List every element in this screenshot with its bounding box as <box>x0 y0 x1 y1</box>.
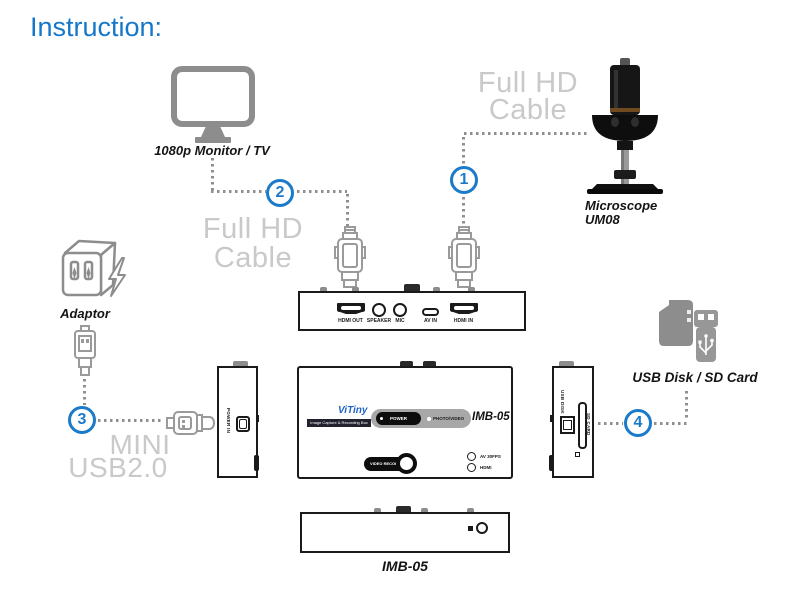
photo-video-led <box>427 416 431 421</box>
ir-receiver-icon <box>468 526 473 531</box>
av-led <box>467 452 476 461</box>
device-right-side-panel: USB DISK SD CARD <box>552 366 594 478</box>
adaptor-label: Adaptor <box>60 306 110 321</box>
sd-card-slot-icon <box>578 402 587 449</box>
hdmi-in-label: HDMI IN <box>453 318 474 324</box>
rear-panel-screw <box>352 287 359 291</box>
cable-1-line <box>462 197 465 225</box>
rear-panel-switch <box>404 284 420 291</box>
front-panel-screw <box>374 508 381 512</box>
photo-video-button: PHOTO/VIDEO <box>433 416 465 421</box>
right-panel-tab <box>559 361 574 367</box>
mic-port-icon <box>393 303 407 317</box>
microscope-label-line2: UM08 <box>585 212 620 227</box>
hdmi-out-label: HDMI OUT <box>338 318 363 324</box>
step-4-badge: 4 <box>624 409 652 437</box>
monitor-icon <box>171 66 255 143</box>
usb-plug-icon <box>74 325 96 376</box>
right-panel-detail <box>550 415 553 422</box>
cable-2-line <box>297 190 347 193</box>
rear-panel-screw <box>433 287 440 291</box>
storage-line <box>598 422 623 425</box>
right-panel-detail <box>575 452 580 457</box>
device-front-view <box>300 512 510 553</box>
usb-disk-label: USB DISK <box>560 390 565 414</box>
hdmi-connector-icon <box>334 226 366 288</box>
device-left-side-panel: POWER IN <box>217 366 258 478</box>
usb-disk-port-icon <box>560 416 575 434</box>
av-in-port-icon <box>422 308 439 316</box>
power-led <box>380 417 383 420</box>
front-panel-switch <box>396 506 411 512</box>
cable-1-line <box>464 132 588 135</box>
front-panel-screw <box>467 508 474 512</box>
speaker-port-icon <box>372 303 386 317</box>
full-hd-cable-right-label-line1: Full HD <box>477 67 579 99</box>
hdmi-led <box>467 463 476 472</box>
adaptor-icon <box>61 239 126 297</box>
brand-logo: ViTiny <box>338 405 368 416</box>
mini-usb-label-line2: USB2.0 <box>68 452 168 483</box>
front-model-label: IMB-05 <box>382 558 428 574</box>
cable-1-line <box>462 137 465 165</box>
step-1-badge: 1 <box>450 166 478 194</box>
mini-usb-plug-icon <box>166 411 216 435</box>
full-hd-cable-right-label-line2: Cable <box>488 94 568 126</box>
step-3-badge: 3 <box>68 406 96 434</box>
top-panel-button-edge <box>400 361 413 366</box>
cable-2-line <box>211 190 266 193</box>
cable-2-line <box>346 194 349 227</box>
rear-panel-screw <box>320 287 327 291</box>
left-panel-detail <box>256 415 259 422</box>
speaker-label: SPEAKER <box>366 318 392 324</box>
model-label: IMB-05 <box>472 411 510 423</box>
cable-2-line <box>211 158 214 191</box>
hdmi-in-port-icon <box>450 303 478 314</box>
microscope-label-line1: Microscope <box>585 198 658 213</box>
device-rear-panel: HDMI OUT SPEAKER MIC AV IN HDMI IN <box>298 291 526 331</box>
usb-sd-label: USB Disk / SD Card <box>632 370 758 385</box>
control-strip: POWER PHOTO/VIDEO <box>371 409 471 428</box>
hdmi-led-label: HDMI <box>480 465 492 470</box>
device-top-view: ViTiny Image Capture & Recording Box POW… <box>297 366 513 479</box>
mic-label: MIC <box>395 318 405 324</box>
mini-usb-label-line1: MINI <box>109 429 171 460</box>
power-button: POWER <box>376 412 421 425</box>
rear-panel-screw <box>468 287 475 291</box>
top-panel-button-edge <box>423 361 436 366</box>
brand-tagline: Image Capture & Recording Box <box>307 419 371 427</box>
page-title: Instruction: <box>30 12 163 42</box>
av-led-label: AV 30FPS <box>480 454 501 459</box>
left-panel-tab <box>233 361 248 367</box>
hdmi-out-port-icon <box>337 303 365 314</box>
hdmi-connector-icon <box>448 226 480 288</box>
monitor-label: 1080p Monitor / TV <box>154 143 270 158</box>
sd-card-icon <box>659 300 693 346</box>
video-record-knob <box>396 453 417 474</box>
step-2-badge: 2 <box>266 179 294 207</box>
storage-line <box>654 422 687 425</box>
full-hd-cable-left-label-line1: Full HD <box>202 213 304 245</box>
front-led <box>476 522 488 534</box>
right-panel-detail <box>549 455 554 471</box>
microscope-icon <box>587 58 663 194</box>
full-hd-cable-left-label-line2: Cable <box>213 242 293 274</box>
power-cable-line <box>83 379 86 405</box>
storage-line <box>685 391 688 421</box>
av-in-label: AV IN <box>424 318 437 324</box>
power-cable-line <box>98 419 164 422</box>
lightning-icon <box>108 257 126 297</box>
power-in-port-icon <box>236 416 250 432</box>
power-in-label: POWER IN <box>226 408 231 434</box>
left-panel-detail <box>254 455 259 471</box>
usb-drive-icon <box>694 310 718 362</box>
front-panel-screw <box>421 508 428 512</box>
sd-card-slot-label: SD CARD <box>586 413 591 436</box>
